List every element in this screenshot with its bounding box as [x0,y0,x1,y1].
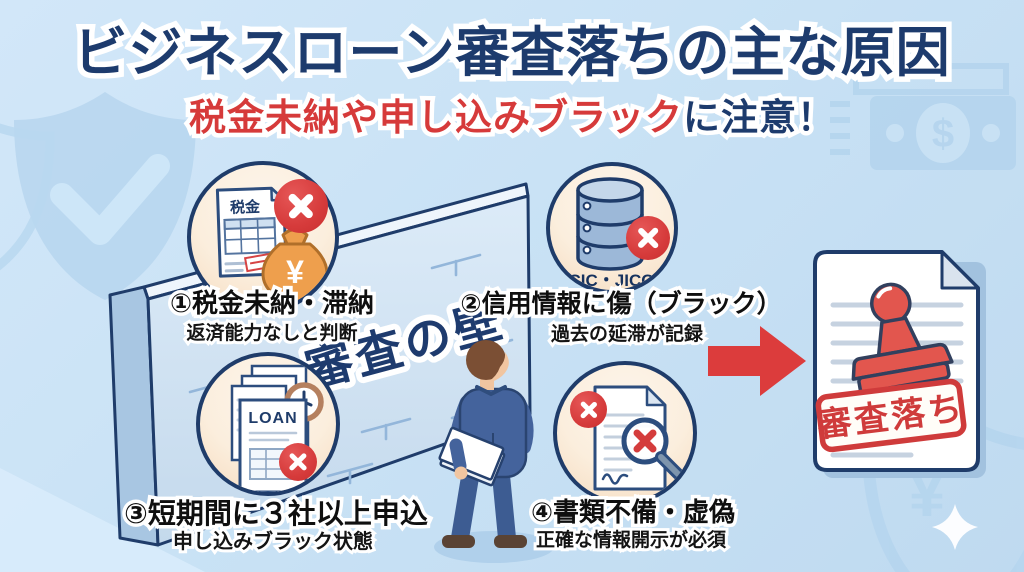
money-bill-watermark-icon: $ [830,63,1016,170]
loan-doc-title: LOAN [248,410,297,427]
businessman-figure [434,340,554,563]
document-magnifier-x-icon [593,385,684,491]
subtitle-rest: に注意！ [683,97,835,138]
yen-symbol: ¥ [286,254,304,290]
head [466,340,506,380]
x-mark-badge-icon [570,391,607,428]
cause2-icon-circle: CIC・JICC [546,162,678,294]
cause2-label: ②信用情報に傷（ブラック） ②信用情報に傷（ブラック） [457,287,785,321]
corner-triangle-decor [0,468,205,572]
cause3-description: 申し込みブラック状態 申し込みブラック状態 [170,529,376,556]
subtitle-highlight: 税金未納や申し込みブラック [189,97,683,138]
cause4-description: 正確な情報開示が必須 正確な情報開示が必須 [533,528,729,554]
sparkle-icon [932,504,978,550]
rejection-stamped-document: 審査落ち [813,250,986,478]
flow-arrow-icon [708,326,806,396]
cause3-icon-circle: LOAN [196,352,340,496]
credit-database-icon: CIC・JICC [568,177,654,290]
rubber-stamp-icon [851,282,954,395]
money-bag-icon: ¥ [261,228,329,303]
credit-bureaus-label: CIC・JICC [568,271,653,290]
x-mark-badge-icon [274,179,328,233]
cause4-icon-circle [553,361,697,505]
shield-watermark-icon [14,92,196,300]
cause1-label: ①税金未納・滞納 ①税金未納・滞納 [166,286,377,321]
magnifier-x-icon [621,417,684,480]
page-subtitle: 税金未納や申し込みブラックに注意！ 税金未納や申し込みブラックに注意！ [185,94,839,142]
x-mark-badge-icon [279,443,317,481]
cause3-label: ③短期間に３社以上申込 ③短期間に３社以上申込 [121,495,432,532]
shield-outline-decor-icon [0,123,55,271]
shield-watermark-check-icon [50,154,170,245]
cause4-label: ④書類不備・虚偽 ④書類不備・虚偽 [527,495,738,530]
cause1-description: 返済能力なしと判断 返済能力なしと判断 [183,321,360,347]
page-title: ビジネスローン審査落ちの主な原因 ビジネスローン審査落ちの主な原因 [68,19,955,86]
rejection-stamp-box: 審査落ち [814,378,967,453]
svg-text:$: $ [932,112,954,156]
cause2-description: 過去の延滞が記録 過去の延滞が記録 [548,322,706,348]
x-mark-badge-icon [626,216,670,260]
tax-doc-title: 税金 [230,198,262,217]
